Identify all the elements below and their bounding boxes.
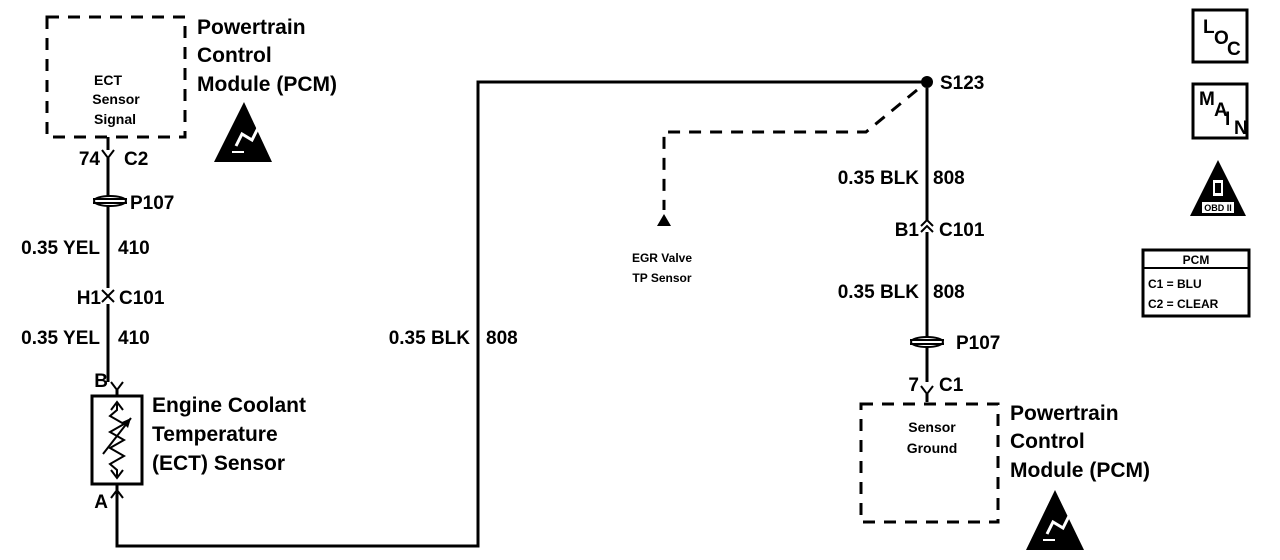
connector-c2-symbol — [101, 149, 115, 160]
ect-label-line2: Temperature — [152, 423, 278, 446]
egr-label-line1: EGR Valve — [632, 251, 692, 265]
svg-text:N: N — [1234, 118, 1248, 139]
pcm-top-box — [45, 15, 187, 139]
pcm-bottom-title-line3: Module (PCM) — [1010, 459, 1150, 482]
splice-p107-left-label: P107 — [130, 193, 174, 214]
pcm-top-connector: C2 — [124, 149, 148, 170]
pcm-top-title-line3: Module (PCM) — [197, 73, 337, 96]
obd-ii-icon: OBD II — [1190, 160, 1246, 216]
thermistor-icon — [102, 400, 132, 480]
egr-label-line2: TP Sensor — [632, 271, 691, 285]
pcm-key-c2: C2 = CLEAR — [1148, 297, 1219, 311]
pcm-top-title-line2: Control — [197, 44, 272, 67]
left-wire-upper-circuit: 410 — [118, 238, 150, 259]
esd-warning-icon — [214, 102, 272, 162]
svg-text:O: O — [1214, 28, 1229, 49]
pcm-bottom-box-line2: Ground — [907, 440, 958, 456]
legend: L O C M A I N OBD II PCM C1 = BLU C2 = C… — [1141, 8, 1251, 318]
ect-label-line1: Engine Coolant — [152, 394, 306, 417]
splice-p107-left-icon — [93, 195, 127, 207]
ect-sensor: B Engine Coolant Temperature (ECT) Senso… — [90, 371, 306, 513]
pcm-top-box-line3: Signal — [94, 111, 136, 127]
svg-text:M: M — [1199, 89, 1215, 110]
svg-text:L: L — [1203, 17, 1215, 38]
ect-pin-a: A — [94, 492, 108, 513]
connector-c101-right-pin: B1 — [895, 220, 920, 241]
svg-text:OBD II: OBD II — [1204, 203, 1232, 213]
pcm-bottom: Sensor Ground Powertrain Control Module … — [859, 402, 1150, 550]
splice-s123-label: S123 — [940, 73, 984, 94]
pcm-top: ECT Sensor Signal Powertrain Control Mod… — [45, 15, 337, 170]
middle-wire-circuit: 808 — [486, 328, 518, 349]
left-wire-lower-circuit: 410 — [118, 328, 150, 349]
middle-wire-gauge: 0.35 BLK — [389, 328, 471, 349]
pcm-bottom-pin: 7 — [908, 375, 919, 396]
pcm-bottom-title-line1: Powertrain — [1010, 402, 1119, 425]
splice-p107-right-icon — [910, 336, 944, 348]
connector-c101-left-icon — [101, 289, 115, 303]
left-wire-lower-gauge: 0.35 YEL — [21, 328, 100, 349]
connector-c101-right-icon — [920, 218, 934, 233]
main-icon: M A I N — [1191, 82, 1249, 140]
pcm-top-box-line2: Sensor — [92, 91, 140, 107]
pcm-bottom-title-line2: Control — [1010, 430, 1085, 453]
pcm-bottom-box-line1: Sensor — [908, 419, 956, 435]
pcm-bottom-connector: C1 — [939, 375, 964, 396]
right-wire-lower-circuit: 808 — [933, 282, 965, 303]
left-wire-upper-gauge: 0.35 YEL — [21, 238, 100, 259]
splice-s123: S123 — [921, 73, 984, 94]
connector-c101-left-label: C101 — [119, 288, 165, 309]
svg-text:A: A — [1214, 100, 1228, 121]
right-wire: 0.35 BLK 808 B1 C101 0.35 BLK 808 P107 7… — [838, 88, 1000, 402]
pcm-bottom-box — [859, 402, 1000, 524]
egr-branch: EGR Valve TP Sensor — [632, 88, 918, 285]
left-wire: P107 0.35 YEL 410 H1 C101 0.35 YEL 410 — [21, 137, 174, 382]
connector-c101-right-label: C101 — [939, 220, 985, 241]
splice-p107-right-label: P107 — [956, 333, 1000, 354]
right-wire-upper-circuit: 808 — [933, 168, 965, 189]
splice-s123-dot — [921, 76, 933, 88]
right-wire-upper-gauge: 0.35 BLK — [838, 168, 920, 189]
ect-pin-b: B — [94, 371, 108, 392]
pcm-key-c1: C1 = BLU — [1148, 277, 1202, 291]
pcm-key-header: PCM — [1183, 253, 1210, 267]
pcm-top-title-line1: Powertrain — [197, 16, 306, 39]
esd-warning-icon — [1026, 490, 1084, 550]
pcm-top-pin: 74 — [79, 149, 101, 170]
connector-c1-symbol — [920, 385, 934, 396]
pcm-color-key: PCM C1 = BLU C2 = CLEAR — [1141, 248, 1251, 318]
connector-c101-left-pin: H1 — [77, 288, 102, 309]
svg-text:C: C — [1227, 39, 1241, 60]
loc-icon: L O C — [1191, 8, 1249, 64]
pcm-top-box-line1: ECT — [94, 72, 122, 88]
ect-label-line3: (ECT) Sensor — [152, 452, 285, 475]
svg-text:I: I — [1225, 109, 1230, 130]
egr-arrow-icon — [657, 214, 671, 226]
right-wire-lower-gauge: 0.35 BLK — [838, 282, 920, 303]
ground-return-wire: 0.35 BLK 808 — [115, 80, 924, 548]
